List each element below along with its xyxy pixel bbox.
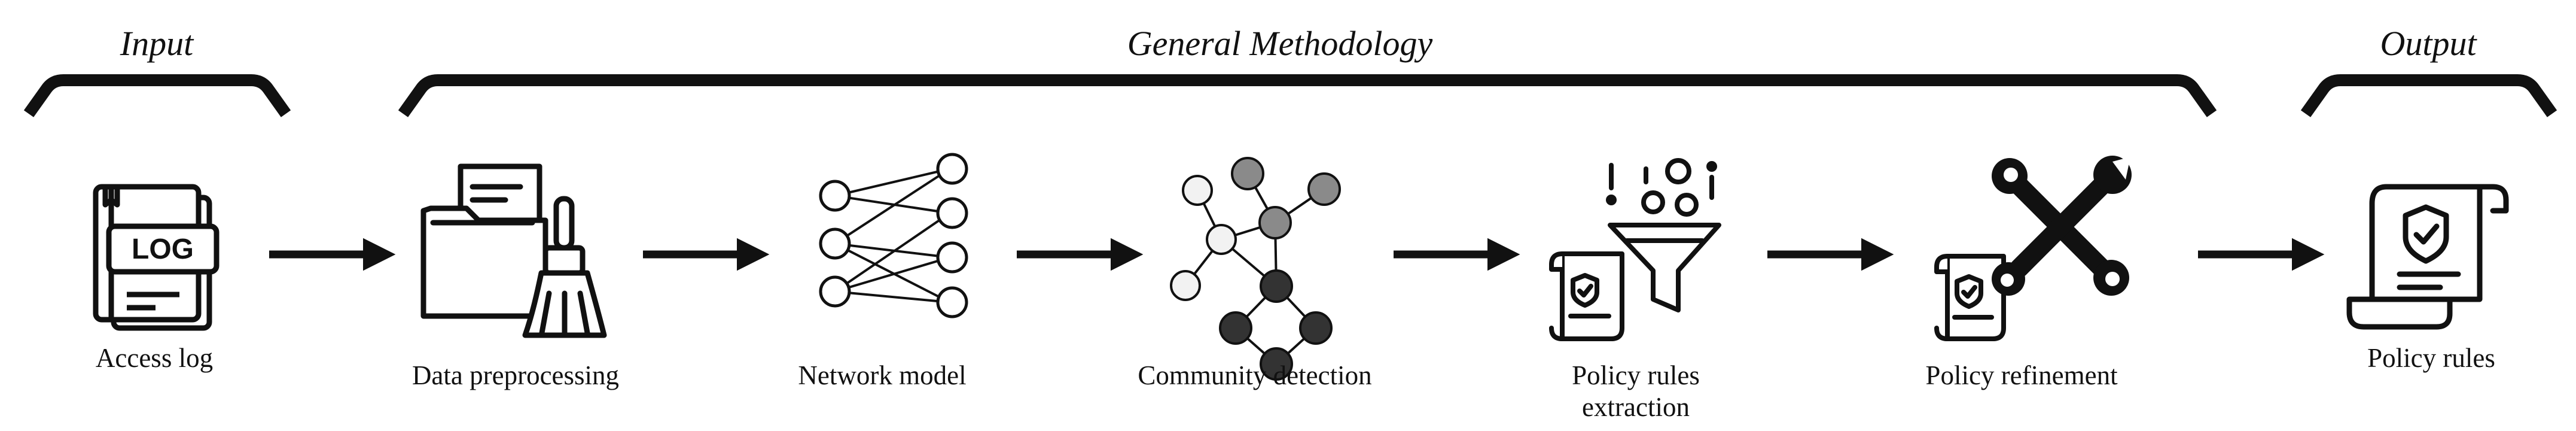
bracket-input — [23, 74, 291, 117]
folder-broom-icon — [420, 163, 607, 338]
step-community-detection: Community detection — [1138, 157, 1372, 390]
label-network-model: Network model — [798, 360, 966, 390]
neural-network-icon — [819, 153, 968, 318]
section-title-input: Input — [120, 24, 194, 63]
graph-clusters-icon — [1170, 157, 1341, 381]
label-policy-rules-extraction-line2: extraction — [1582, 392, 1690, 422]
step-policy-refinement: Policy refinement — [1925, 156, 2132, 390]
bracket-output — [2300, 74, 2557, 117]
step-policy-rules: Policy rules — [2346, 184, 2509, 373]
step-policy-rules-extraction: Policy rules extraction — [1549, 158, 1721, 422]
log-badge-text: LOG — [132, 233, 194, 265]
shield-scroll-icon — [2346, 184, 2509, 330]
funnel-document-icon — [1549, 158, 1721, 341]
bracket-methodology — [398, 74, 2217, 117]
label-data-preprocessing: Data preprocessing — [412, 360, 619, 390]
section-title-methodology: General Methodology — [1127, 24, 1433, 63]
label-policy-rules-extraction-line1: Policy rules — [1572, 360, 1700, 390]
wrench-document-icon — [1934, 156, 2132, 341]
log-file-icon — [93, 184, 220, 331]
step-network-model: Network model — [798, 153, 968, 390]
label-community-detection: Community detection — [1138, 360, 1371, 390]
section-title-output: Output — [2380, 24, 2477, 63]
step-data-preprocessing: Data preprocessing — [412, 163, 619, 390]
label-access-log: Access log — [96, 343, 213, 373]
label-policy-rules: Policy rules — [2367, 343, 2495, 373]
step-access-log: LOG Access log — [93, 184, 220, 373]
label-policy-refinement: Policy refinement — [1925, 360, 2118, 390]
